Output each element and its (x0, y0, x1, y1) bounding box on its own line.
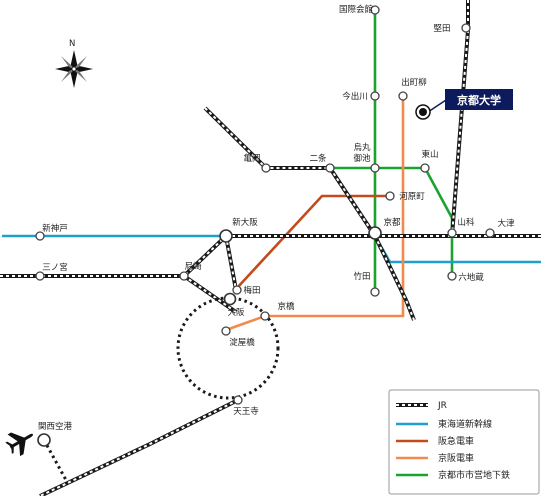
station-label: 京橋 (277, 301, 295, 312)
stations: 国際会館 堅田 今出川 出町柳 亀岡 二条 烏丸 御池 東山 (35, 4, 515, 447)
station-label: 京都 (383, 217, 401, 228)
station-label-line1: 烏丸 (353, 142, 371, 153)
station-sannomiya[interactable]: 三ノ宮 (35, 262, 68, 281)
station-label: 大津 (497, 218, 515, 229)
station-yamashina[interactable]: 山科 (447, 217, 475, 238)
station-takeda[interactable]: 竹田 (353, 271, 380, 297)
legend-label: 東海道新幹線 (438, 418, 492, 430)
station-label: 国際会館 (339, 4, 373, 15)
legend-box (388, 389, 540, 495)
station-label: 新大阪 (232, 217, 258, 228)
station-label: 河原町 (399, 191, 425, 202)
subway-tozai-line (266, 166, 454, 276)
station-amagasaki[interactable]: 尼崎 (179, 261, 202, 281)
compass-rose-icon: N (55, 39, 93, 88)
legend-item-jr: JR (396, 401, 447, 411)
station-label: 二条 (309, 153, 327, 164)
station-katata[interactable]: 堅田 (433, 23, 471, 34)
station-label: 三ノ宮 (42, 262, 68, 273)
station-kyobashi[interactable]: 京橋 (260, 301, 295, 321)
legend: JR 東海道新幹線 阪急電車 京阪電車 京都市市営地下鉄 (388, 389, 540, 495)
station-rokujizo[interactable]: 六地蔵 (447, 271, 484, 283)
subway-lines (266, 10, 454, 292)
station-yodoyabashi[interactable]: 淀屋橋 (221, 326, 255, 348)
university-label-box (445, 89, 513, 110)
jr-airport-line (42, 439, 68, 481)
station-label: 東山 (421, 149, 438, 160)
station-label: 六地蔵 (458, 272, 484, 283)
station-nijo[interactable]: 二条 (309, 153, 335, 173)
legend-item-subway: 京都市市営地下鉄 (396, 469, 510, 481)
hankyu-line (236, 194, 390, 289)
station-imadegawa[interactable]: 今出川 (342, 91, 380, 102)
station-label: 関西空港 (38, 421, 73, 432)
station-label: 尼崎 (184, 261, 202, 272)
station-label: 山科 (457, 217, 475, 228)
jr-fukuchiyama-line (182, 274, 238, 314)
station-otsu[interactable]: 大津 (485, 218, 515, 238)
station-label: 大阪 (227, 307, 245, 318)
station-kyoto[interactable]: 京都 (368, 217, 401, 240)
airplane-icon (5, 432, 33, 457)
station-label: 竹田 (353, 271, 370, 282)
legend-item-keihan: 京阪電車 (396, 452, 474, 464)
station-label: 今出川 (342, 91, 368, 102)
station-label: 出町柳 (401, 77, 427, 88)
legend-label: JR (437, 401, 447, 411)
keihan-main-line (225, 96, 405, 332)
keihan-line (225, 96, 405, 332)
legend-label: 京都市市営地下鉄 (438, 469, 510, 481)
station-osaka[interactable]: 大阪 (223, 292, 245, 319)
jr-sagano-line (203, 106, 377, 238)
station-label: 淀屋橋 (229, 337, 255, 348)
university-label: 京都大学 (457, 93, 501, 107)
station-label: 堅田 (433, 24, 450, 34)
station-label: 新神戸 (42, 223, 68, 234)
station-kawaramachi[interactable]: 河原町 (385, 191, 425, 202)
station-label: 天王寺 (233, 407, 259, 417)
legend-label: 京阪電車 (438, 452, 474, 464)
legend-item-shinkansen: 東海道新幹線 (396, 418, 492, 430)
station-label-line2: 御池 (353, 153, 371, 164)
station-demachiyanagi[interactable]: 出町柳 (398, 77, 427, 101)
station-tennoji[interactable]: 天王寺 (233, 395, 259, 417)
jr-kosei-line (450, 0, 470, 237)
station-umeda[interactable]: 梅田 (232, 285, 261, 296)
jr-connector-line (224, 235, 238, 291)
legend-label: 阪急電車 (438, 435, 474, 447)
station-label: 亀岡 (243, 153, 260, 164)
station-higashiyama[interactable]: 東山 (420, 149, 439, 173)
compass-north-label: N (69, 39, 75, 49)
station-kansai-airport[interactable]: 関西空港 (37, 421, 73, 447)
university-location-icon (419, 108, 427, 116)
jr-nara-line (373, 235, 416, 321)
hankyu-kyoto-line (236, 194, 390, 289)
station-kameoka[interactable]: 亀岡 (243, 153, 271, 173)
station-shin-osaka[interactable]: 新大阪 (219, 217, 258, 243)
jr-hanwa-line (39, 398, 239, 496)
legend-item-hankyu: 阪急電車 (396, 435, 474, 447)
station-shin-kobe[interactable]: 新神戸 (35, 223, 68, 241)
kyoto-university-marker[interactable]: 京都大学 (415, 89, 513, 120)
station-karasuma-oike[interactable]: 烏丸 御池 (353, 142, 380, 173)
station-label: 梅田 (243, 285, 260, 296)
station-kokusai-kaikan[interactable]: 国際会館 (339, 4, 380, 15)
